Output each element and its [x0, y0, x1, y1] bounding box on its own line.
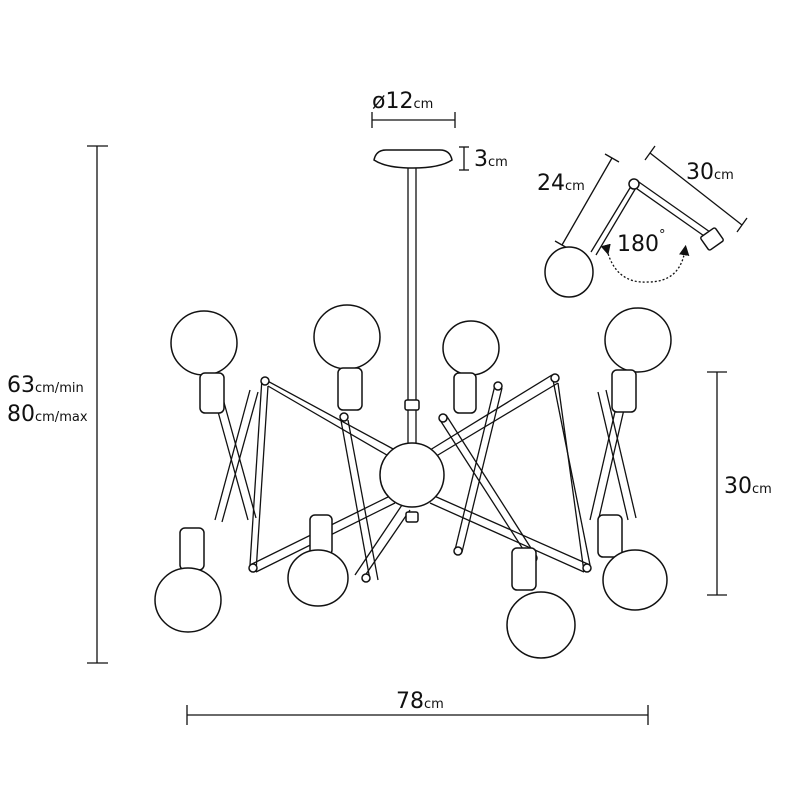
height-max-label: 80cm/max: [7, 402, 88, 427]
bulb-bottom-1: [154, 527, 222, 633]
central-hub: [379, 442, 445, 523]
segment-b-label: 30cm: [686, 160, 734, 185]
bulb-bottom-2: [287, 514, 349, 607]
canopy-diameter-dimension: ø12cm: [371, 89, 456, 128]
scissor-arms: [211, 373, 637, 583]
canopy-diameter-label: ø12cm: [372, 89, 433, 114]
arm-span-dimension: 30cm: [707, 371, 772, 596]
rotation-label: 180°: [617, 228, 666, 257]
bulb-top-3: [442, 320, 500, 414]
segment-a-label: 24cm: [537, 171, 585, 196]
arm-span-label: 30cm: [724, 474, 772, 499]
bulb-top-2: [313, 304, 381, 411]
canopy-height-dimension: 3cm: [459, 146, 508, 172]
overall-height-dimension: 63cm/min 80cm/max: [7, 145, 108, 664]
bulb-bottom-4: [597, 514, 668, 611]
bulb-top-1: [170, 310, 238, 414]
bulb-bottom-3: [506, 547, 576, 659]
canopy-height-label: 3cm: [474, 147, 508, 172]
ceiling-canopy: [373, 149, 453, 169]
arm-detail-inset: 24cm 30cm 180°: [537, 145, 748, 298]
overall-width-dimension: 78cm: [186, 689, 649, 725]
height-min-label: 63cm/min: [7, 373, 84, 398]
bulb-top-4: [604, 307, 672, 413]
overall-width-label: 78cm: [396, 689, 444, 714]
suspension-rod: [404, 168, 420, 450]
